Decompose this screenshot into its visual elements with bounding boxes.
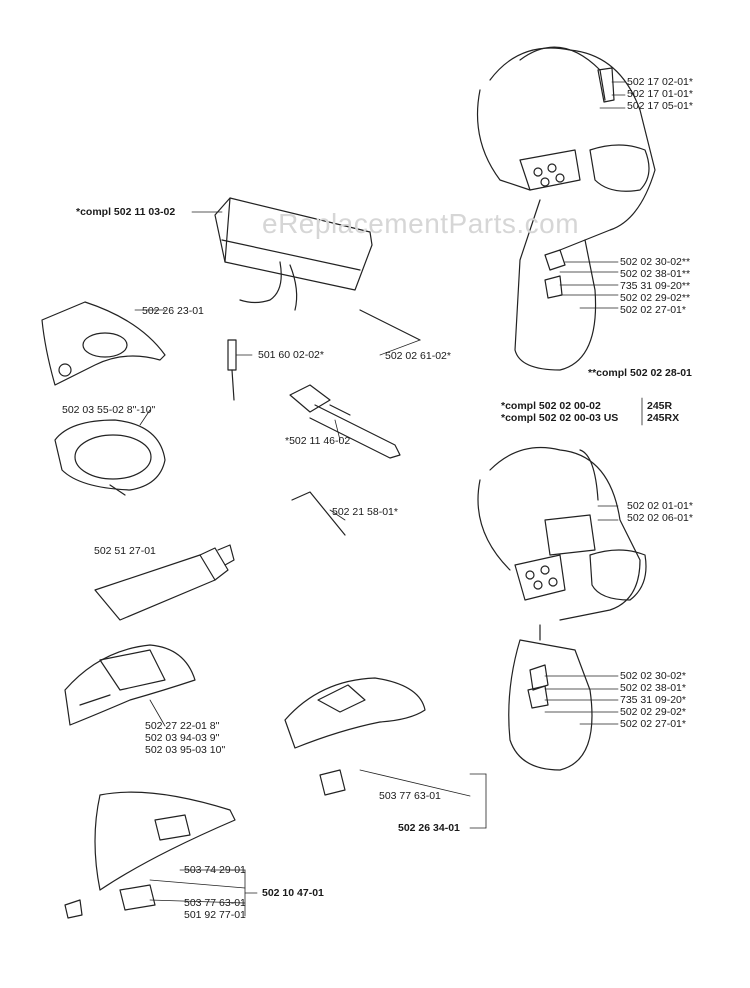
label-502-02-29-top: 502 02 29-02** xyxy=(620,292,691,304)
label-guard-10: 502 03 95-03 10" xyxy=(145,744,226,756)
guard-ring-drawing xyxy=(54,419,166,496)
label-502-51-27: 502 51 27-01 xyxy=(94,545,156,557)
label-502-02-30-bottom: 502 02 30-02* xyxy=(620,670,686,682)
grease-tube-drawing xyxy=(94,544,235,621)
label-735-31-09-top: 735 31 09-20** xyxy=(620,280,691,292)
harness-bottom-upper-list: 502 02 01-01* 502 02 06-01* xyxy=(627,500,693,524)
label-501-60-02: 501 60 02-02* xyxy=(258,349,324,361)
label-cover-compl: *compl 502 11 03-02 xyxy=(76,206,176,218)
blade-guard-drawing xyxy=(64,791,236,919)
harness-top-upper-list: 502 17 02-01* 502 17 01-01* 502 17 05-01… xyxy=(627,76,693,112)
label-502-02-06: 502 02 06-01* xyxy=(627,512,693,524)
label-502-17-05: 502 17 05-01* xyxy=(627,100,693,112)
label-502-11-46: *502 11 46-02 xyxy=(285,435,351,447)
label-compl-502-02-00-02: *compl 502 02 00-02 xyxy=(501,400,601,412)
label-502-02-27-top: 502 02 27-01* xyxy=(620,304,686,316)
label-502-21-58: 502 21 58-01* xyxy=(332,506,398,518)
label-502-03-55: 502 03 55-02 8"-10" xyxy=(62,404,156,416)
label-502-02-38-top: 502 02 38-01** xyxy=(620,268,691,280)
label-guard-8: 502 27 22-01 8" xyxy=(145,720,220,732)
trimmer-guard-drawing xyxy=(64,644,196,726)
harness-top-drawing xyxy=(476,46,656,371)
cover-bag-drawing xyxy=(214,197,373,311)
label-502-02-61: 502 02 61-02* xyxy=(385,350,451,362)
harness-top-lower-list: 502 02 30-02** 502 02 38-01** 735 31 09-… xyxy=(620,256,690,316)
harness-compl-list: *compl 502 02 00-02 *compl 502 02 00-03 … xyxy=(501,400,618,424)
model-list: 245R 245RX xyxy=(647,400,679,424)
label-503-77-63-a: 503 77 63-01 xyxy=(379,790,441,802)
label-735-31-09-bottom: 735 31 09-20* xyxy=(620,694,686,706)
label-502-26-34: 502 26 34-01 xyxy=(398,822,460,834)
guard-size-list: 502 27 22-01 8" 502 03 94-03 9" 502 03 9… xyxy=(145,720,225,756)
label-compl-502-02-28: **compl 502 02 28-01 xyxy=(588,367,692,379)
label-model-245rx: 245RX xyxy=(647,412,680,424)
watermark: eReplacementParts.com xyxy=(262,208,580,239)
socket-wrench-drawing xyxy=(289,384,401,459)
label-model-245r: 245R xyxy=(647,400,673,412)
label-502-02-29-bottom: 502 02 29-02* xyxy=(620,706,686,718)
bottom-pair-list: 503 77 63-01 501 92 77-01 xyxy=(184,897,246,921)
hex-key-drawing xyxy=(291,491,346,536)
label-503-74-29: 503 74 29-01 xyxy=(184,864,246,876)
label-502-10-47: 502 10 47-01 xyxy=(262,887,324,899)
label-503-77-63-b: 503 77 63-01 xyxy=(184,897,246,909)
label-compl-502-02-00-03: *compl 502 02 00-03 US xyxy=(501,412,619,424)
label-502-02-27-bottom: 502 02 27-01* xyxy=(620,718,686,730)
screwdriver-drawing xyxy=(227,339,237,401)
saw-guard-drawing xyxy=(284,677,426,796)
label-502-02-30-top: 502 02 30-02** xyxy=(620,256,691,268)
leader-lines xyxy=(134,81,643,917)
label-502-02-38-bottom: 502 02 38-01* xyxy=(620,682,686,694)
label-guard-9: 502 03 94-03 9" xyxy=(145,732,220,744)
harness-bottom-lower-list: 502 02 30-02* 502 02 38-01* 735 31 09-20… xyxy=(620,670,686,730)
label-501-92-77: 501 92 77-01 xyxy=(184,909,246,921)
support-cup-drawing xyxy=(41,301,166,386)
label-502-17-02: 502 17 02-01* xyxy=(627,76,693,88)
label-502-26-23: 502 26 23-01 xyxy=(142,305,204,317)
rod-drawing xyxy=(359,309,421,341)
harness-bottom-drawing xyxy=(477,446,647,771)
label-502-02-01: 502 02 01-01* xyxy=(627,500,693,512)
label-502-17-01: 502 17 01-01* xyxy=(627,88,693,100)
